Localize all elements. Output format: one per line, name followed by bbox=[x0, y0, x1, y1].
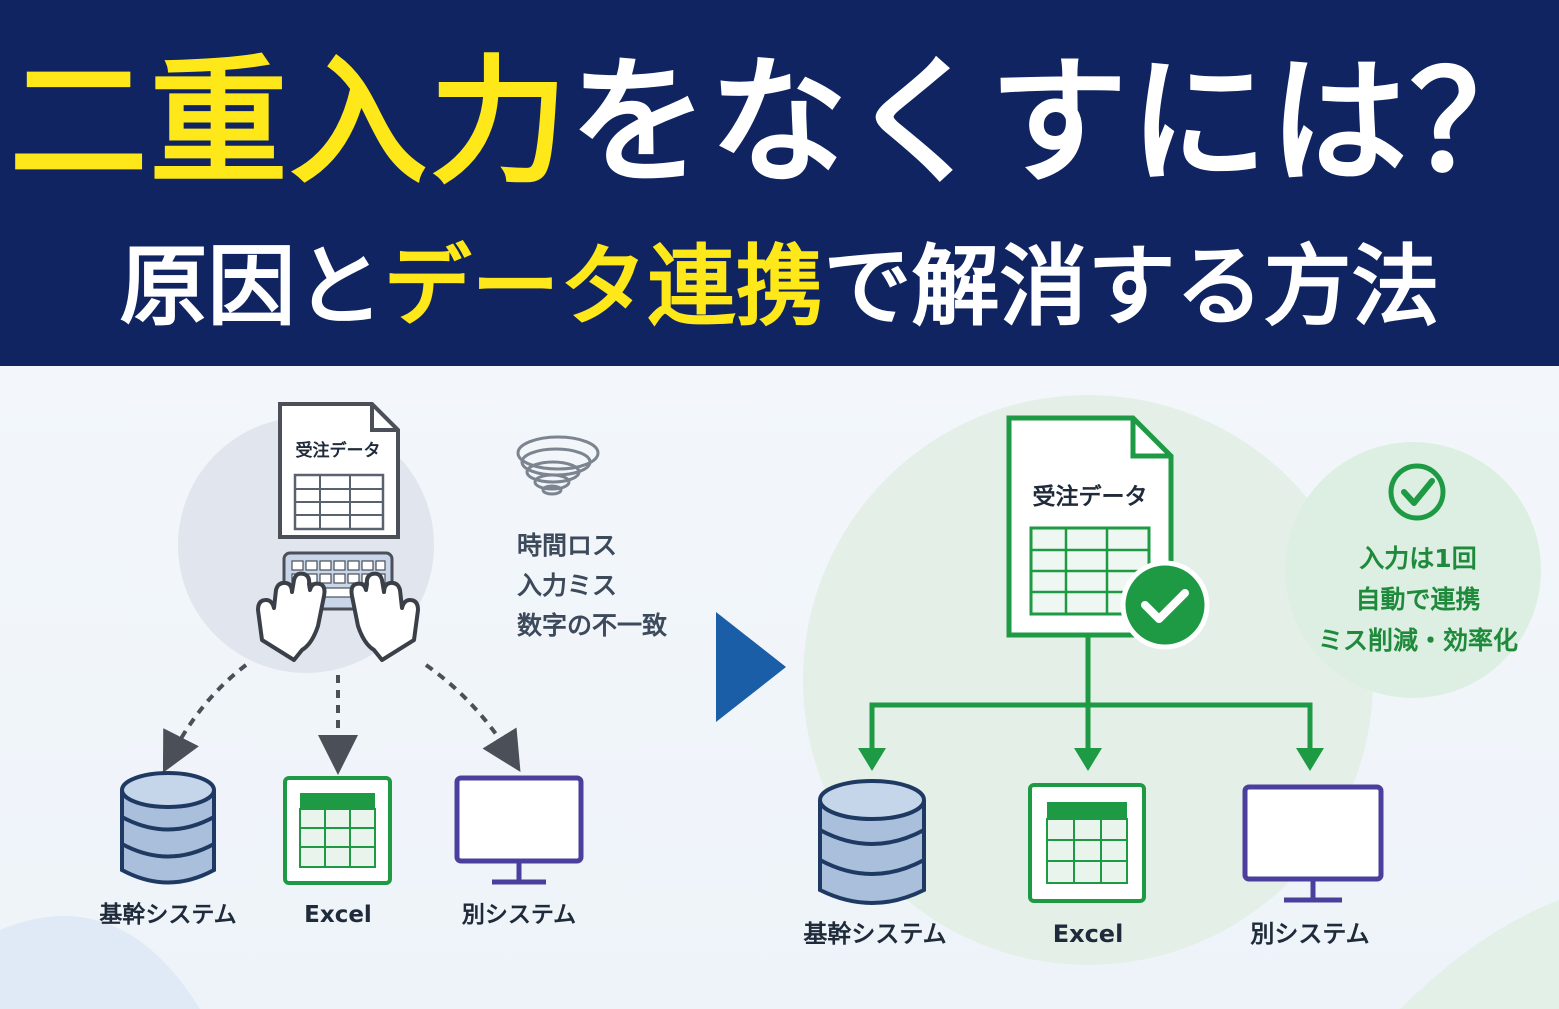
after-monitor-icon bbox=[1242, 784, 1384, 903]
after-system-label-1: Excel bbox=[1053, 920, 1124, 948]
subtitle-line: 原因とデータ連携で解消する方法 bbox=[0, 232, 1559, 342]
issue-item: 数字の不一致 bbox=[517, 611, 668, 640]
corner-wave-left bbox=[0, 916, 200, 1009]
after-excel-icon bbox=[1028, 783, 1146, 903]
benefits-list: 入力は1回 自動で連携 ミス削減・効率化 bbox=[1294, 538, 1542, 661]
monitor-icon bbox=[454, 775, 584, 885]
header-banner: 二重入力をなくすには？ 原因とデータ連携で解消する方法 bbox=[0, 0, 1559, 366]
benefit-item: ミス削減・効率化 bbox=[1317, 626, 1518, 655]
subtitle-part1: 原因と bbox=[119, 235, 384, 338]
issues-list: 時間ロス 入力ミス 数字の不一致 bbox=[517, 526, 667, 646]
dashed-arrows bbox=[162, 663, 521, 775]
document-icon bbox=[278, 402, 400, 539]
after-document-label: 受注データ bbox=[1033, 483, 1148, 510]
before-system-label-1: Excel bbox=[304, 902, 372, 928]
benefits-check-icon bbox=[1388, 463, 1446, 521]
title-highlight: 二重入力 bbox=[9, 42, 570, 203]
benefit-item: 入力は1回 bbox=[1359, 544, 1477, 573]
after-system-label-2: 別システム bbox=[1250, 920, 1369, 948]
excel-icon bbox=[283, 776, 392, 885]
benefits-bg-circle bbox=[1285, 442, 1541, 698]
title-rest: をなくすには？ bbox=[569, 42, 1550, 203]
subtitle-highlight: データ連携 bbox=[383, 235, 824, 338]
issue-item: 入力ミス bbox=[517, 571, 618, 600]
subtitle-part3: で解消する方法 bbox=[823, 235, 1440, 338]
hands-icon bbox=[256, 571, 420, 662]
before-system-label-2: 別システム bbox=[462, 902, 576, 928]
title-line1: 二重入力をなくすには？ bbox=[0, 38, 1559, 208]
before-document-label: 受注データ bbox=[296, 440, 381, 461]
tornado-icon bbox=[516, 435, 600, 496]
benefit-item: 自動で連携 bbox=[1355, 585, 1481, 614]
after-system-label-0: 基幹システム bbox=[803, 920, 946, 948]
check-icon bbox=[1120, 560, 1210, 650]
issue-item: 時間ロス bbox=[517, 531, 618, 560]
play-arrow-icon bbox=[716, 612, 786, 722]
corner-wave-right bbox=[1400, 900, 1559, 1009]
database-icon bbox=[120, 771, 216, 885]
before-system-label-0: 基幹システム bbox=[99, 901, 236, 928]
green-connector-arrows bbox=[858, 637, 1324, 771]
after-database-icon bbox=[818, 779, 926, 905]
